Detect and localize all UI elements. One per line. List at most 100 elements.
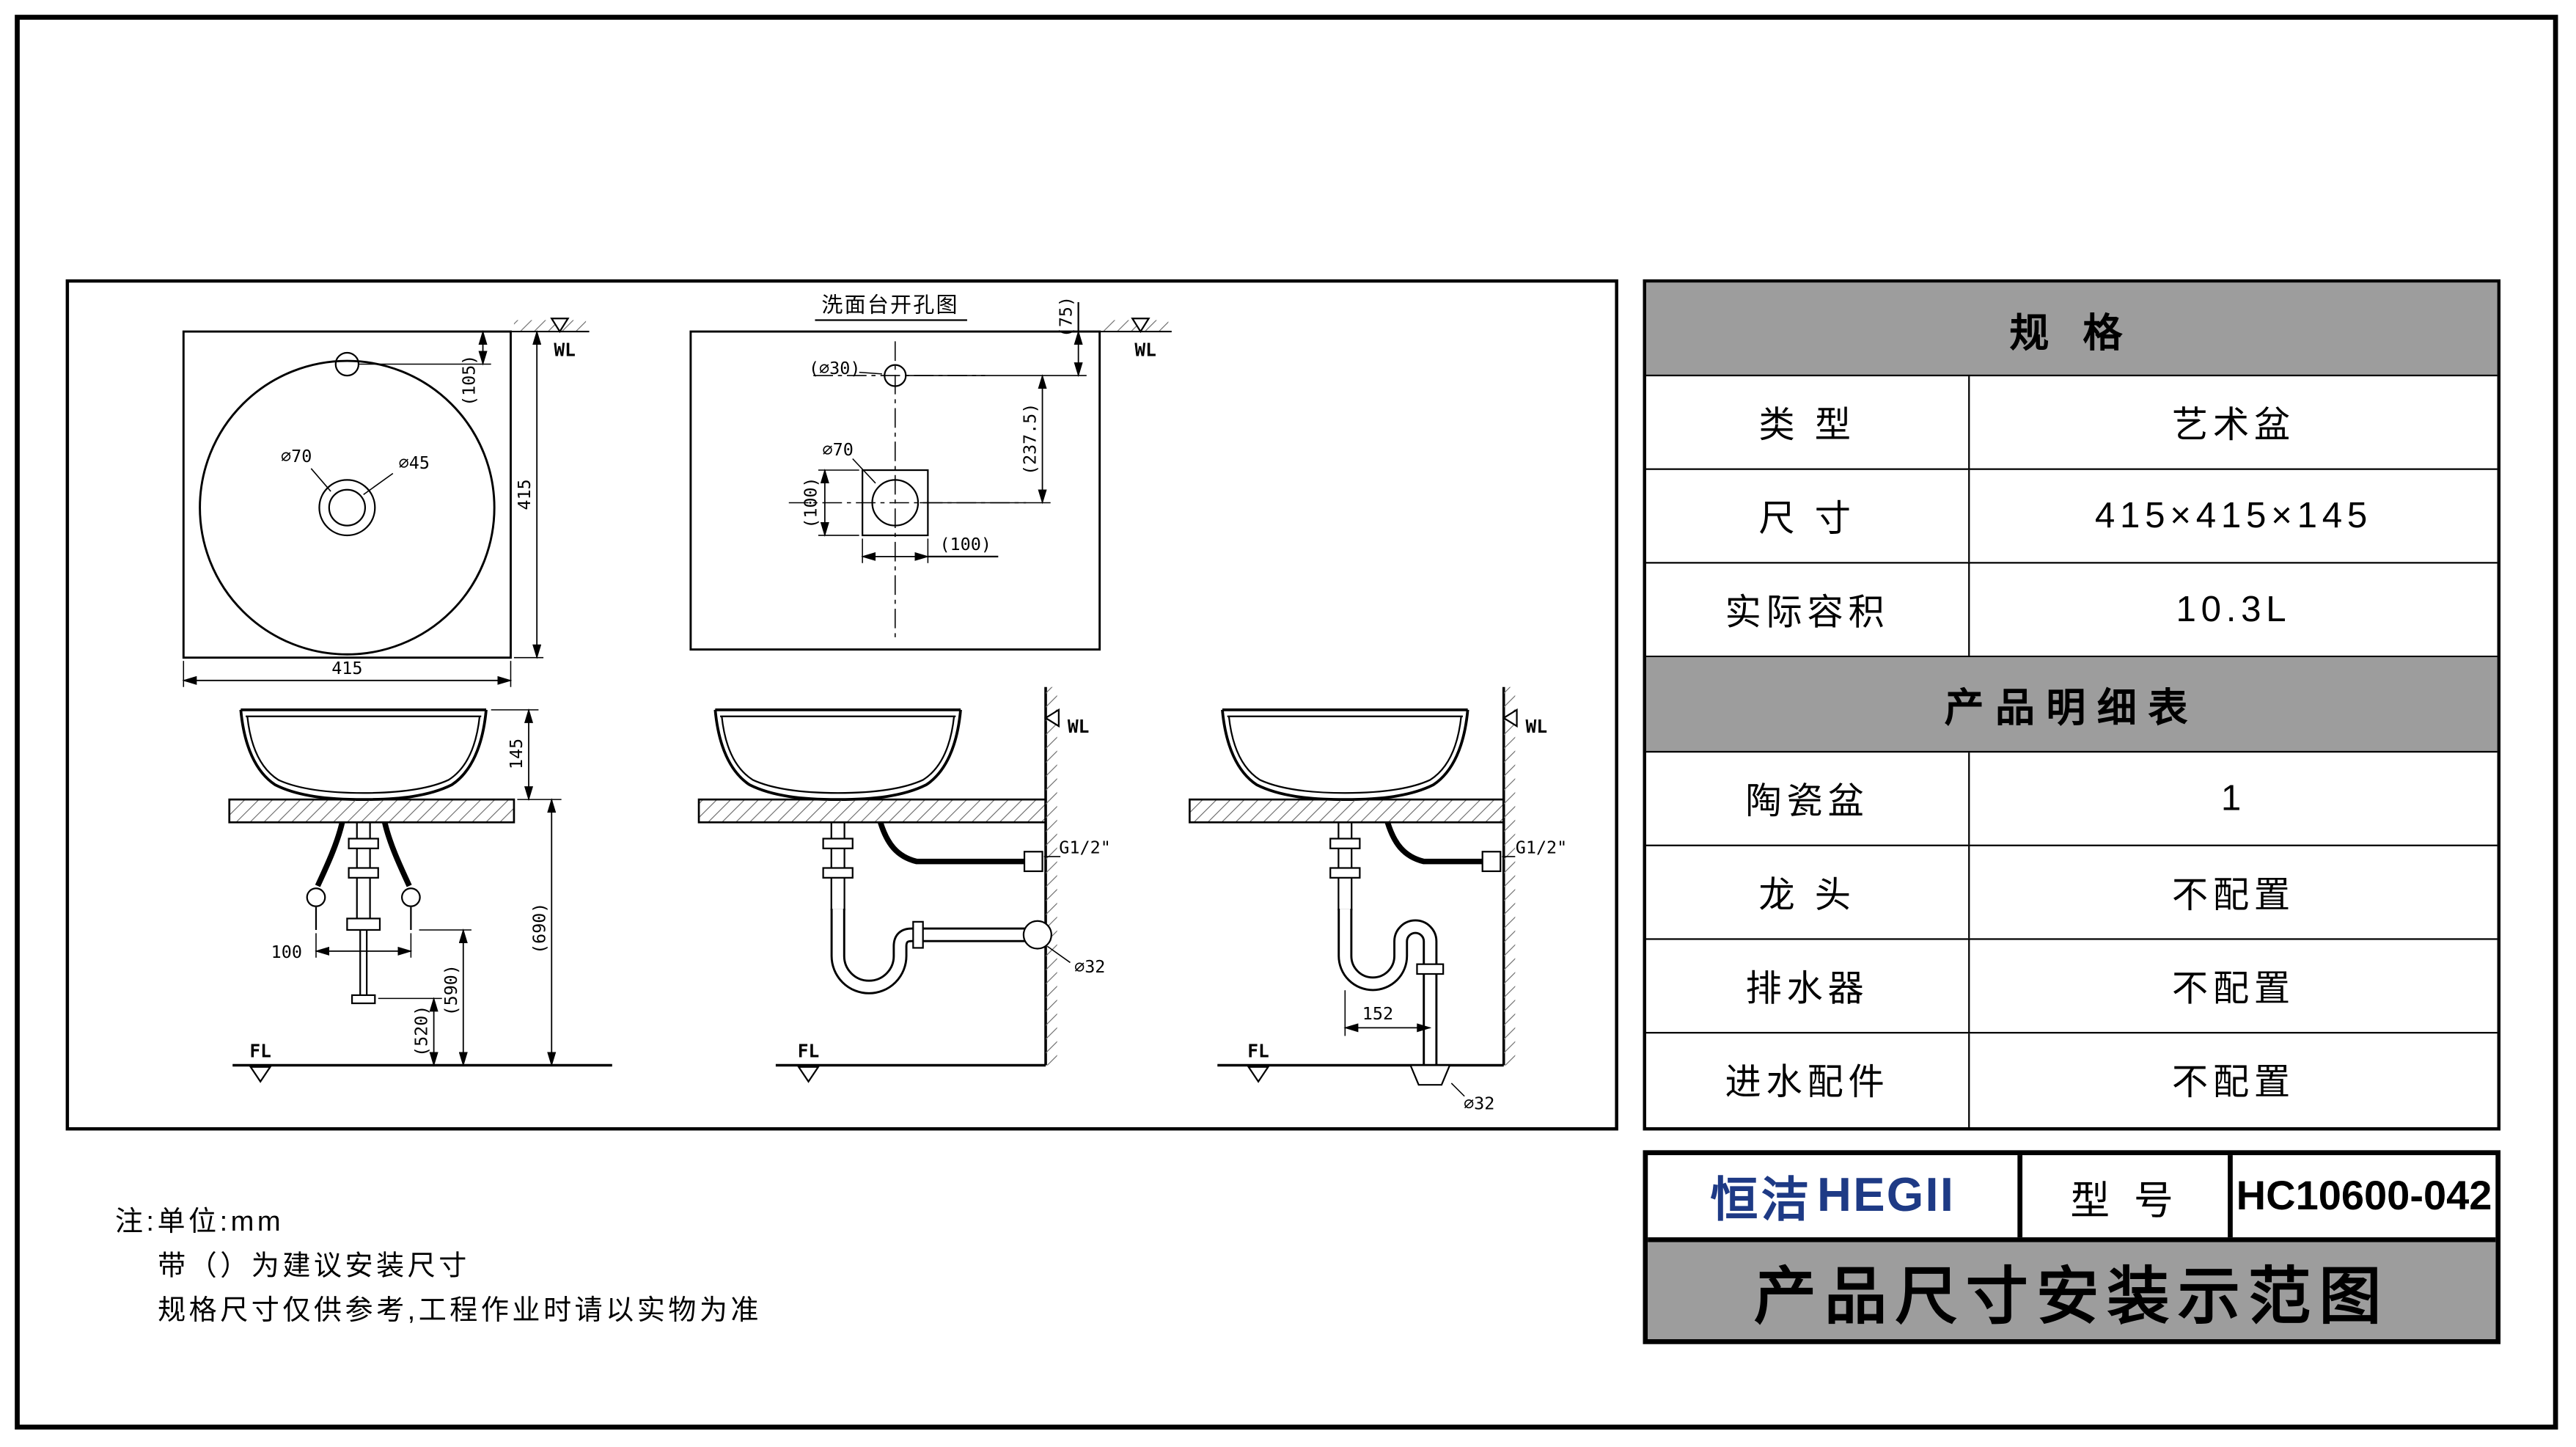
floor-flange	[1409, 1064, 1451, 1086]
model-label: 型 号	[2022, 1155, 2233, 1238]
row-value: 艺术盆	[2171, 404, 2295, 446]
table-row: 陶瓷盆 1	[1645, 752, 2498, 846]
note-line: 规格尺寸仅供参考,工程作业时请以实物为准	[158, 1294, 762, 1327]
model-value: HC10600-042	[2236, 1172, 2492, 1219]
dimension: (690)	[529, 798, 557, 1067]
table-row: 尺 寸 415×415×145	[1645, 470, 2498, 565]
dim-label: 145	[506, 739, 526, 769]
row-label: 实际容积	[1646, 564, 1970, 656]
spec-table: 规 格 类 型 艺术盆 尺 寸 415×415×145 实际容积 10.3L 产…	[1643, 279, 2501, 1131]
cutout-title: 洗面台开孔图	[821, 293, 958, 317]
table-row: 排水器 不配置	[1645, 939, 2498, 1033]
table-row: 龙 头 不配置	[1645, 846, 2498, 940]
dim-label: (520)	[411, 1005, 432, 1057]
front-view: 100 145 (690) (590)	[228, 708, 612, 1083]
cutout-view: 洗面台开孔图 (∅30) ∅70 (100)	[689, 293, 1172, 651]
dimension: 152	[1343, 990, 1432, 1036]
brand-logo-cn: 恒洁	[1710, 1174, 1813, 1228]
floor-line-label: FL	[249, 1040, 271, 1061]
table-row: 进水配件 不配置	[1646, 1033, 2498, 1127]
wall-line-label: WL	[1526, 716, 1548, 737]
dimension: (520)	[378, 997, 442, 1067]
dim-label: ∅32	[1074, 956, 1105, 977]
brand-logo-en: HEGII	[1817, 1169, 1956, 1222]
wall-line-symbol: WL	[1099, 318, 1172, 360]
dim-label: (75)	[1056, 296, 1076, 337]
wall-line-symbol: WL	[1043, 686, 1090, 1066]
wall-line-label: WL	[1068, 716, 1090, 737]
top-view: ∅70 ∅45 415 415 (10	[182, 318, 590, 687]
dim-label: ∅32	[1464, 1094, 1494, 1114]
dim-label: ∅70	[281, 446, 312, 466]
drain-pipe	[346, 822, 381, 1005]
row-label: 进水配件	[1646, 1033, 1970, 1127]
dim-label: (100)	[939, 534, 991, 554]
row-label: 陶瓷盆	[1646, 752, 1970, 844]
dim-label: (105)	[458, 355, 479, 406]
floor-line-symbol: FL	[1217, 1040, 1504, 1083]
counter-slab	[1189, 798, 1505, 824]
wall-line-symbol: WL	[510, 318, 590, 360]
basin-side	[713, 708, 962, 802]
row-label: 排水器	[1646, 939, 1970, 1032]
dimension: 100	[271, 933, 413, 962]
s-trap-view: WL 152 FL	[1189, 686, 1567, 1114]
dim-label: (690)	[529, 903, 549, 954]
technical-drawing: ∅70 ∅45 415 415 (10	[182, 293, 1567, 1114]
notes: 注:单位:mm 带（）为建议安装尺寸 规格尺寸仅供参考,工程作业时请以实物为准	[115, 1200, 762, 1333]
dimension: (105)	[358, 330, 491, 406]
drawing-area: ∅70 ∅45 415 415 (10	[65, 279, 1618, 1131]
basin-side	[239, 708, 488, 802]
row-value: 不配置	[2171, 1062, 2295, 1104]
floor-line-symbol: FL	[232, 1040, 612, 1083]
counter-slab	[228, 798, 515, 824]
dim-label: ∅45	[399, 453, 430, 473]
dimension: 415	[513, 330, 544, 659]
basin-side	[1221, 708, 1469, 802]
p-trap-view: WL ∅32 G1/2	[697, 686, 1111, 1083]
note-line: 注:单位:mm	[114, 1206, 285, 1238]
dimension: (75)	[1056, 296, 1083, 378]
dim-label: 415	[514, 479, 535, 510]
supply-hose	[878, 821, 1043, 873]
wall-line-label: WL	[1134, 339, 1156, 360]
supply-hoses	[306, 821, 421, 930]
floor-line-symbol: FL	[775, 1040, 1046, 1083]
dimension: (590)	[419, 928, 471, 1067]
trap-pipe	[1329, 822, 1445, 1075]
dimension: (100)	[861, 534, 999, 563]
dim-label: G1/2"	[1059, 838, 1110, 858]
wall-line-label: WL	[554, 339, 576, 360]
trap-pipe	[822, 822, 1052, 994]
dim-label: (100)	[801, 477, 821, 528]
row-label: 龙 头	[1646, 846, 1970, 938]
sheet-title: 产品尺寸安装示范图	[1648, 1242, 2496, 1340]
dim-label: (590)	[441, 964, 461, 1016]
wall-line-symbol: WL	[1502, 686, 1548, 1066]
sheet-border	[15, 15, 2558, 1430]
spec-table-header: 规 格	[1645, 282, 2498, 377]
dim-label: G1/2"	[1516, 838, 1567, 858]
dimension: (100)	[801, 469, 859, 537]
floor-line-label: FL	[1247, 1040, 1269, 1061]
table-row: 类 型 艺术盆	[1645, 376, 2498, 471]
supply-hose	[1384, 821, 1502, 873]
dim-label: 100	[271, 942, 302, 962]
row-value: 10.3L	[2176, 588, 2291, 630]
row-label: 尺 寸	[1646, 470, 1970, 563]
row-label: 类 型	[1646, 376, 1970, 469]
dim-label: (∅30)	[809, 358, 860, 378]
dimension: (237.5)	[906, 374, 1087, 505]
detail-table-header: 产品明细表	[1645, 658, 2498, 752]
row-value: 不配置	[2171, 873, 2295, 915]
dimension: 145	[491, 708, 562, 802]
row-value: 不配置	[2171, 967, 2295, 1009]
note-line: 带（）为建议安装尺寸	[158, 1250, 470, 1282]
dimension: 415	[182, 658, 513, 687]
row-value: 415×415×145	[2094, 494, 2373, 536]
